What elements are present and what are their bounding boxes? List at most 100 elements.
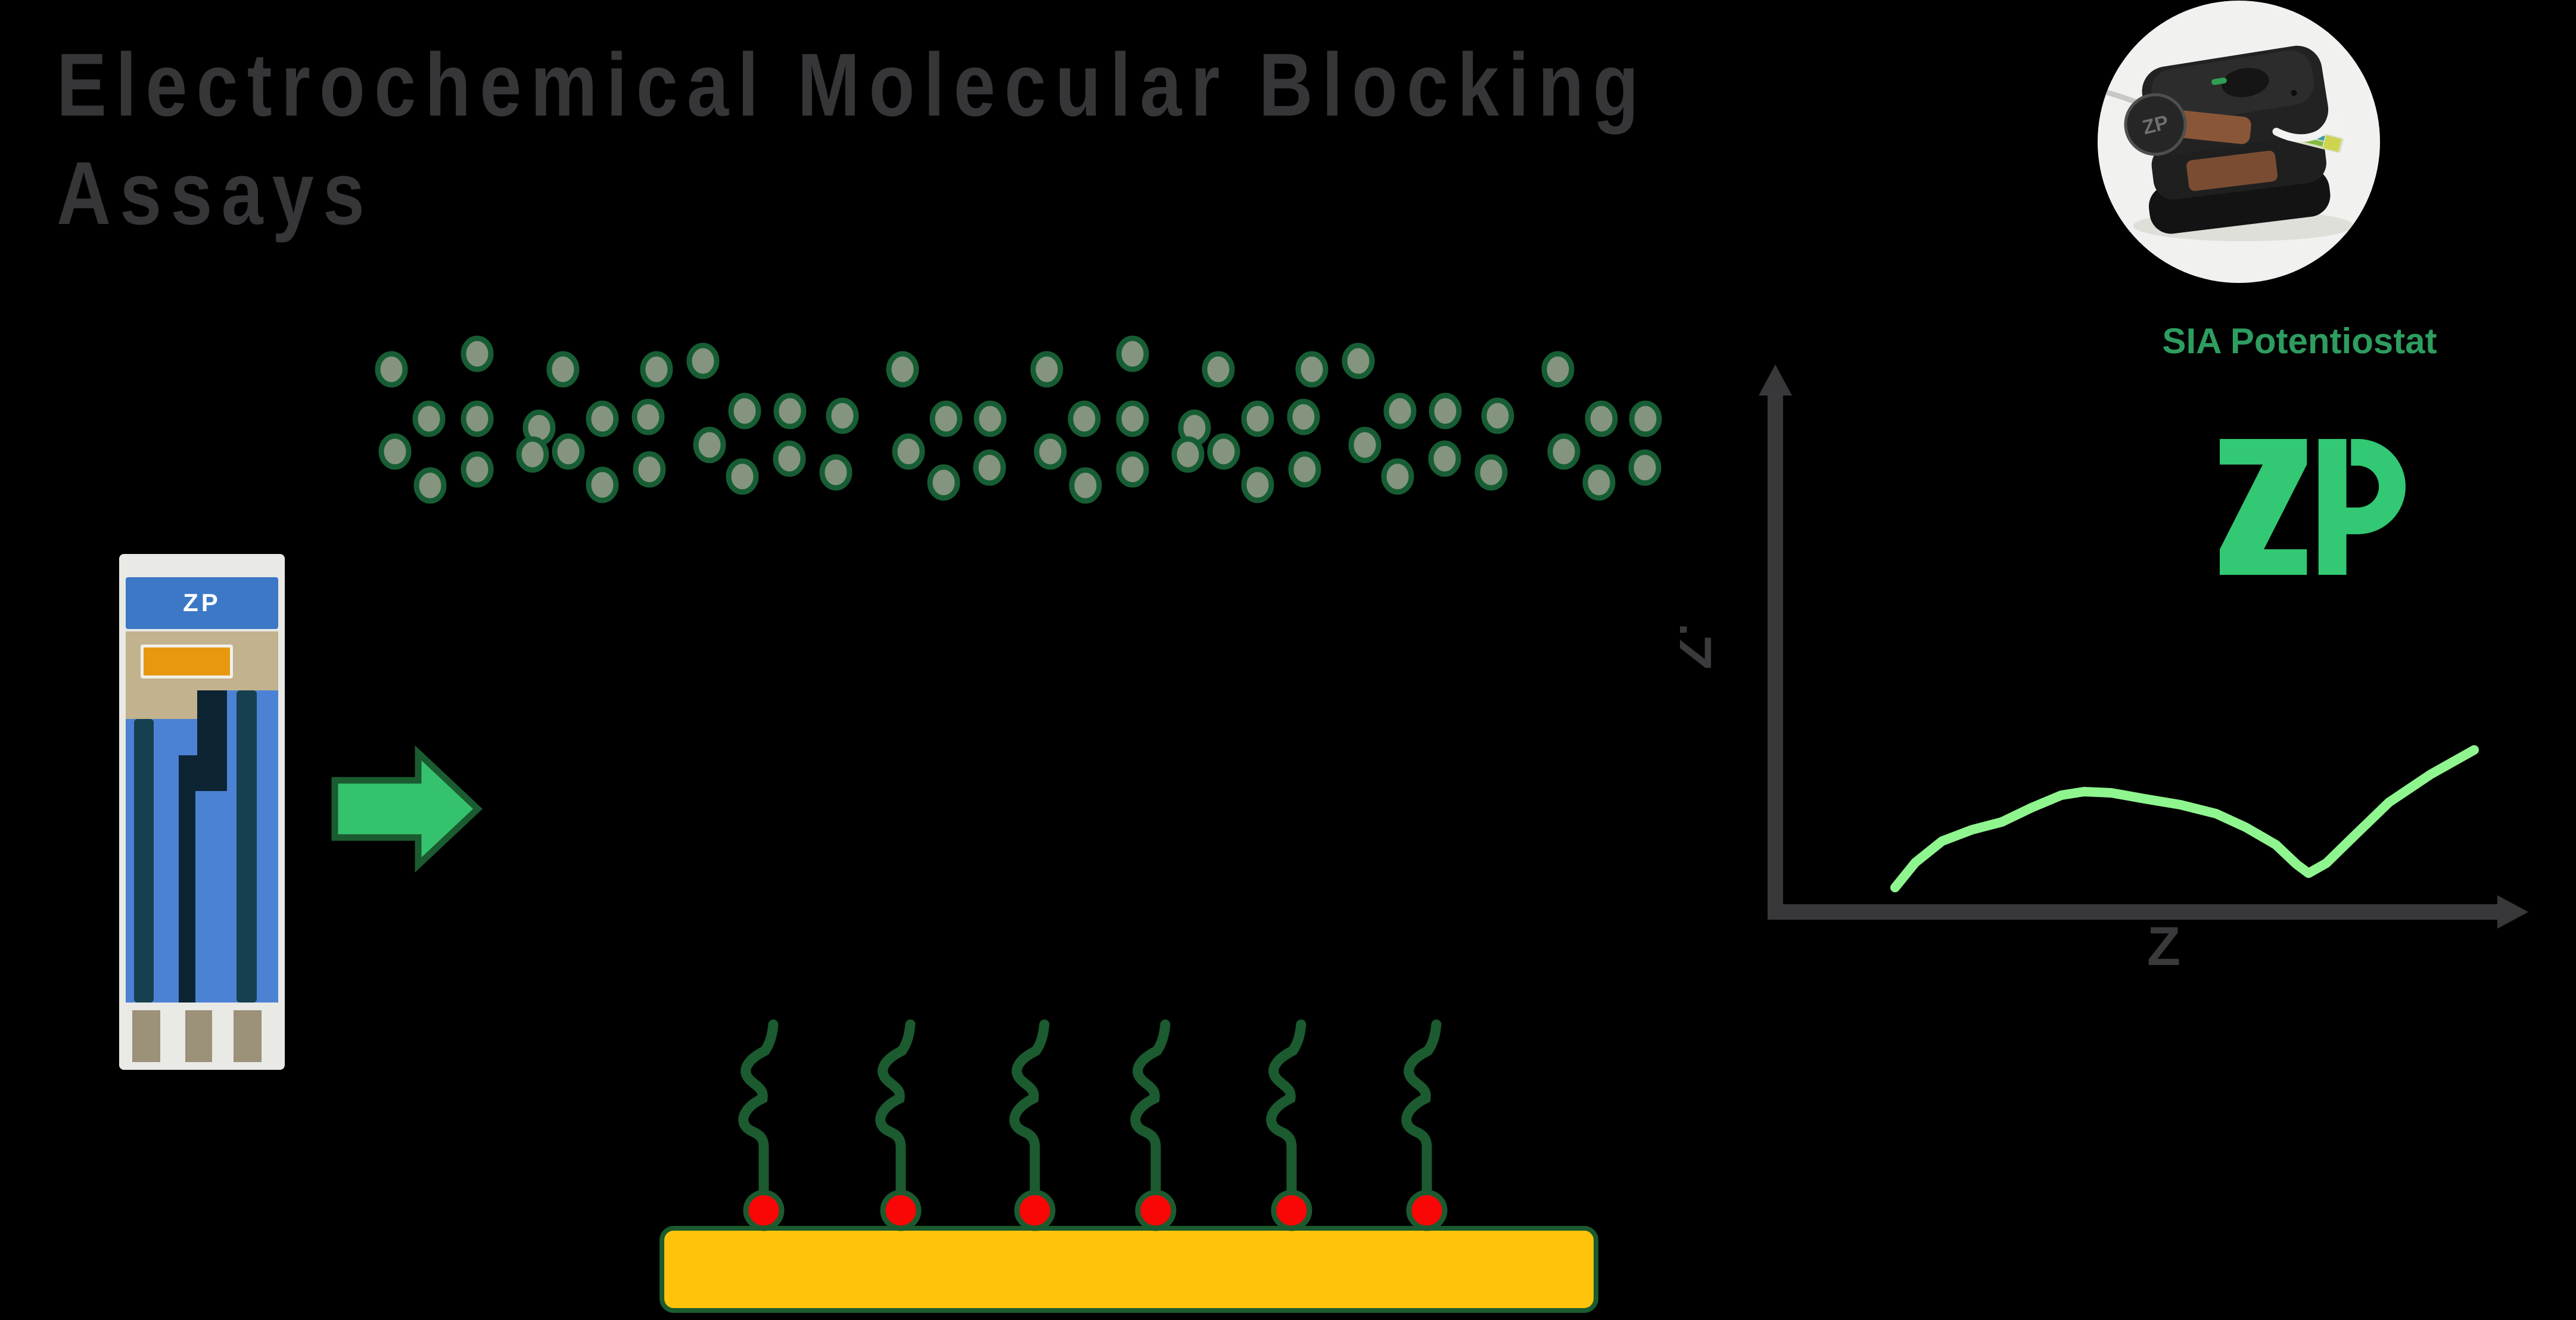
zp-logo xyxy=(2220,438,2406,575)
process-arrow-icon xyxy=(331,745,483,873)
analyte-molecule-dot xyxy=(693,426,726,463)
device-button xyxy=(2222,68,2269,98)
analyte-molecule-dot xyxy=(1547,433,1581,470)
thiol-anchor-dot xyxy=(743,1190,785,1231)
probe-strand xyxy=(1401,1019,1442,1200)
analyte-molecule-dot xyxy=(633,451,666,488)
analyte-molecule-dot xyxy=(1241,400,1274,437)
analyte-molecule-dot xyxy=(1034,433,1067,470)
zp-logo-letter-z xyxy=(2220,438,2307,575)
strip-brand-band: ZP xyxy=(126,577,278,629)
probe-strand xyxy=(738,1019,779,1200)
analyte-molecule-dot xyxy=(686,343,720,379)
analyte-molecule-dot xyxy=(1069,467,1102,504)
analyte-molecule-dot xyxy=(1116,451,1149,488)
analyte-dot-cluster xyxy=(375,335,1007,504)
analyte-molecule-dot xyxy=(929,400,963,437)
analyte-molecule-dot xyxy=(1207,433,1240,470)
analyte-molecule-dot xyxy=(631,399,665,435)
strip-left-electrode xyxy=(134,719,154,1003)
zp-logo-letter-p-stem xyxy=(2318,438,2347,575)
thiol-anchor-dot xyxy=(1135,1190,1177,1231)
y-axis-label: Z' xyxy=(1680,623,1723,670)
impedance-curve xyxy=(1890,745,2479,892)
electrode-strip-photo: ZP xyxy=(119,554,285,1070)
analyte-molecule-dot xyxy=(1116,335,1149,372)
analyte-molecule-dot xyxy=(1348,426,1382,463)
thiol-anchor-dot xyxy=(1014,1190,1056,1231)
analyte-molecule-dot xyxy=(726,458,759,495)
gold-electrode-assay xyxy=(659,1019,1598,1313)
analyte-molecule-dot xyxy=(586,400,619,437)
strip-contact-pad-1 xyxy=(132,1010,161,1062)
analyte-molecule-dot xyxy=(1541,351,1575,388)
analyte-molecule-dot xyxy=(378,433,412,470)
analyte-molecule-dot xyxy=(1582,464,1616,501)
analyte-molecule-dot xyxy=(773,393,807,429)
analyte-molecule-dot xyxy=(1116,400,1149,437)
probe-strand xyxy=(1009,1019,1050,1200)
analyte-molecule-dot xyxy=(1068,400,1101,437)
device-led xyxy=(2211,77,2227,85)
analyte-molecule-dot xyxy=(728,393,761,429)
probe-strand-unit xyxy=(1401,1019,1448,1231)
analyte-molecule-dot xyxy=(640,351,673,388)
analyte-molecule-dot xyxy=(461,400,494,437)
potentiostat-photo: ZP xyxy=(2098,1,2380,283)
thiol-anchor-dot xyxy=(1271,1190,1312,1231)
analyte-molecule-dot xyxy=(826,397,859,434)
analyte-molecule-dot xyxy=(1342,343,1375,379)
analyte-dot-cluster xyxy=(1030,335,1662,504)
analyte-molecule-dot xyxy=(1474,454,1508,491)
potentiostat-photo-drawing: ZP xyxy=(2098,45,2354,241)
probe-strand xyxy=(1266,1019,1306,1200)
analyte-molecule-dot xyxy=(886,351,919,388)
analyte-molecule-dot xyxy=(516,436,549,473)
impedance-chart: Z' Z xyxy=(1680,365,2528,977)
analyte-molecule-dot xyxy=(1629,400,1662,437)
x-axis-label: Z xyxy=(2147,916,2180,977)
zp-logo-letter-p-bowl xyxy=(2326,438,2406,534)
analyte-molecule-dot xyxy=(413,467,447,504)
analyte-molecule-dot xyxy=(375,351,408,388)
strip-contact-pad-2 xyxy=(185,1010,212,1062)
analyte-molecule-dot xyxy=(1628,449,1662,486)
x-axis-arrowhead-icon xyxy=(2497,895,2528,929)
probe-strand-unit xyxy=(1130,1019,1177,1231)
thiol-anchor-dot xyxy=(1406,1190,1448,1231)
analyte-molecule-dot xyxy=(1287,399,1320,435)
analyte-molecule-dot xyxy=(461,451,494,488)
analyte-molecule-dot xyxy=(1585,400,1618,437)
analyte-molecule-dot xyxy=(552,433,585,470)
probe-strand-unit xyxy=(1266,1019,1312,1231)
analyte-molecule-dot xyxy=(892,433,925,470)
probe-strand-unit xyxy=(1009,1019,1056,1231)
analyte-molecule-dot xyxy=(973,449,1006,486)
analyte-molecule-dot xyxy=(1429,393,1462,429)
analyte-molecule-dot xyxy=(1428,440,1461,477)
analyte-molecule-dot xyxy=(973,400,1007,437)
strip-right-electrode xyxy=(237,690,257,1003)
analyte-molecule-dot xyxy=(412,400,446,437)
probe-strand xyxy=(875,1019,916,1200)
analyte-molecule-dot xyxy=(1202,351,1235,388)
analyte-molecule-dot xyxy=(927,464,960,501)
analyte-molecule-dot xyxy=(1030,351,1063,388)
strip-orange-window xyxy=(141,644,233,679)
analyte-molecule-dot xyxy=(1383,393,1417,429)
analyte-molecule-dot xyxy=(1171,436,1205,473)
probe-strand-unit xyxy=(875,1019,922,1231)
strip-center-electrode xyxy=(179,755,195,1003)
analyte-molecule-dot xyxy=(1241,466,1274,503)
analyte-molecule-dot xyxy=(461,335,494,372)
led-light-strip xyxy=(2272,116,2339,142)
probe-strand xyxy=(1130,1019,1171,1200)
probe-strand-unit xyxy=(738,1019,785,1231)
analyte-molecules-field xyxy=(375,335,1662,504)
strip-contact-pad-3 xyxy=(233,1010,262,1062)
gold-electrode-bar xyxy=(659,1226,1598,1313)
analyte-molecule-dot xyxy=(1295,351,1329,388)
page-title-line1: Electrochemical Molecular Blocking xyxy=(57,35,1648,135)
y-axis-arrowhead-icon xyxy=(1759,365,1792,396)
